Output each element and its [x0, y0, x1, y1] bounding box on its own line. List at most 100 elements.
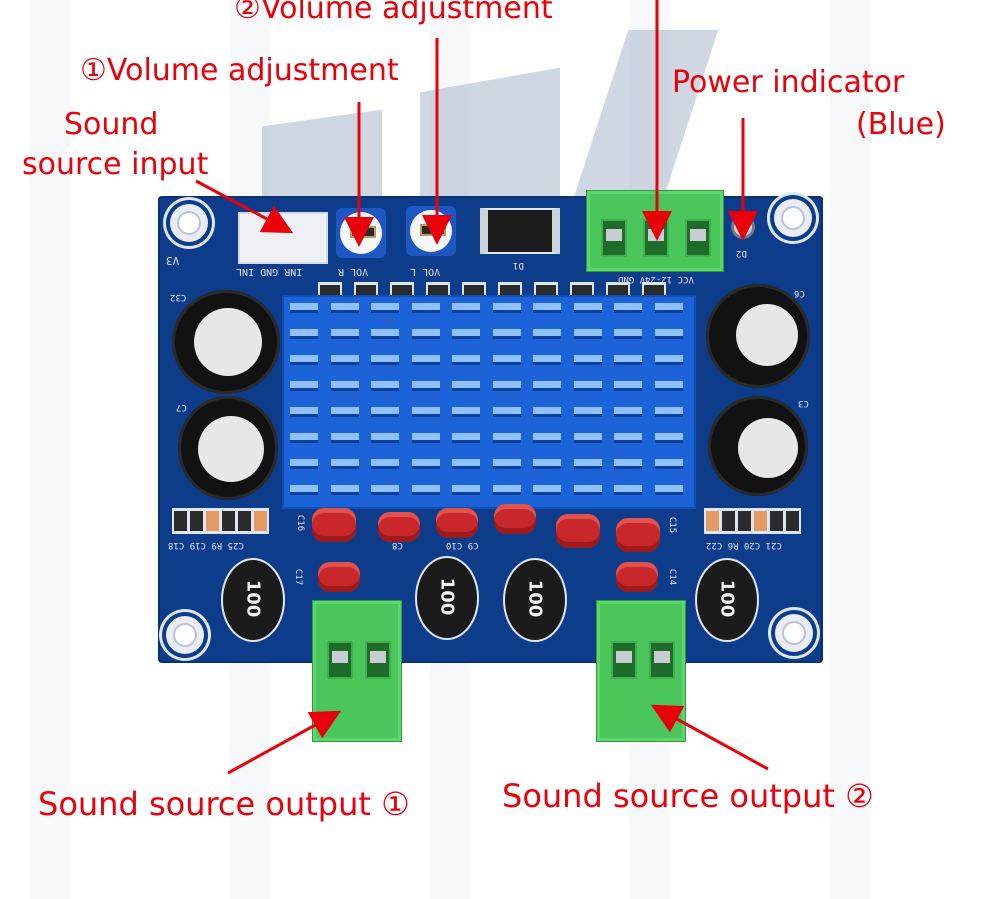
smd-c22 — [784, 508, 801, 534]
heatsink-fin — [330, 329, 359, 339]
film-capacitor-c14 — [616, 562, 658, 592]
heatsink-fin — [371, 329, 399, 339]
silk-vol-r: VOL R — [338, 266, 369, 277]
heatsink-fin — [614, 355, 642, 365]
power-input-terminal[interactable] — [586, 190, 724, 272]
mounting-hole-bottom-left — [166, 616, 204, 654]
silk-c14: C14 — [667, 568, 678, 586]
silk-d2: D2 — [736, 248, 747, 258]
silk-c32: C32 — [170, 292, 187, 302]
heatsink-fin — [452, 381, 480, 391]
heatsink-fin — [614, 407, 642, 417]
inductor-4-value: 100 — [716, 579, 738, 618]
silk-c6: C6 — [794, 288, 805, 298]
heatsink-fin — [290, 485, 318, 495]
heatsink-fin — [371, 433, 399, 443]
heatsink-fin — [330, 303, 359, 313]
heatsink-fin — [371, 303, 399, 313]
heatsink-fin — [614, 433, 642, 443]
smd-r6 — [768, 508, 785, 534]
heatsink-fin — [492, 459, 521, 469]
heatsink-fin — [371, 407, 399, 417]
speaker-output-terminal-1[interactable] — [312, 600, 402, 742]
heatsink-fin — [614, 329, 642, 339]
heatsink-fin — [573, 433, 602, 443]
heatsink-fin — [290, 407, 318, 417]
heatsink-fin — [411, 329, 440, 339]
film-capacitor-c8 — [378, 512, 420, 542]
mounting-hole-top-right — [774, 199, 812, 237]
heatsink-fin — [411, 407, 440, 417]
film-capacitor-c12 — [556, 514, 600, 548]
film-capacitor-c17 — [318, 562, 360, 592]
heatsink-fin — [573, 303, 602, 313]
volume-potentiometer-l[interactable] — [406, 206, 456, 256]
heatsink-fin — [411, 459, 440, 469]
silk-c16: C16 — [295, 514, 306, 532]
smd-c25 — [172, 508, 189, 534]
heatsink-fin — [452, 485, 480, 495]
label-power-indicator-blue: (Blue) — [856, 107, 946, 142]
diode-ss54 — [480, 208, 560, 254]
speaker-output-terminal-2[interactable] — [596, 600, 686, 742]
heatsink-fin — [290, 433, 318, 443]
smd-c20 — [752, 508, 769, 534]
film-capacitor-c15 — [616, 518, 660, 552]
volume-potentiometer-r[interactable] — [336, 208, 386, 258]
heatsink-fin — [654, 485, 683, 495]
label-sound-output-2: Sound source output ② — [502, 777, 874, 815]
heatsink-fin — [654, 381, 683, 391]
inductor-3-value: 100 — [524, 579, 546, 618]
heatsink-fin — [573, 459, 602, 469]
silk-v3: V3 — [166, 254, 180, 267]
heatsink-fin — [492, 381, 521, 391]
label-volume-adjustment-1: ①Volume adjustment — [80, 53, 399, 88]
heatsink-fin — [330, 433, 359, 443]
inductor-1: 100 — [218, 550, 288, 650]
electrolytic-capacitor-c7 — [178, 396, 278, 500]
smd-y2 — [736, 508, 753, 534]
silk-c3: C3 — [798, 398, 809, 408]
inductor-2: 100 — [412, 548, 482, 648]
heatsink-fin — [573, 485, 602, 495]
film-capacitor-c10 — [436, 508, 478, 538]
smd-y1 — [720, 508, 737, 534]
heatsink-fin — [371, 485, 399, 495]
heatsink-fin — [614, 459, 642, 469]
silk-c8: C8 — [392, 540, 403, 550]
heatsink-fin — [492, 329, 521, 339]
heatsink-fin — [330, 407, 359, 417]
silk-vol-l: VOL L — [410, 266, 441, 277]
heatsink-fin — [330, 381, 359, 391]
heatsink-fin — [452, 355, 480, 365]
inductor-3: 100 — [500, 550, 570, 650]
heatsink-fin — [614, 381, 642, 391]
smd-r9 — [188, 508, 205, 534]
heatsink-fin — [371, 459, 399, 469]
heatsink-fin — [492, 433, 521, 443]
heatsink-fin — [371, 381, 399, 391]
silk-input-header: INR GND INL — [236, 266, 303, 277]
heatsink-fin — [654, 433, 683, 443]
heatsink-fin — [411, 355, 440, 365]
heatsink-fin — [330, 459, 359, 469]
heatsink-fin — [290, 381, 318, 391]
heatsink-fin — [533, 407, 561, 417]
heatsink-fin — [654, 407, 683, 417]
heatsink-fin — [492, 485, 521, 495]
heatsink-fin — [411, 433, 440, 443]
audio-input-connector — [238, 212, 328, 264]
power-led-d2 — [734, 218, 752, 236]
heatsink-fin — [533, 303, 561, 313]
silk-d1: D1 — [513, 260, 524, 270]
heatsink-fin — [492, 407, 521, 417]
heatsink-fin — [614, 303, 642, 313]
heatsink-fin — [452, 459, 480, 469]
heatsink-fin — [533, 329, 561, 339]
film-capacitor-c16 — [312, 508, 356, 542]
silk-right-smd-row: C21 C20 R6 C22 — [706, 540, 782, 550]
smd-c21 — [704, 508, 721, 534]
heatsink-fin — [654, 355, 683, 365]
electrolytic-capacitor-c3 — [708, 396, 808, 496]
heatsink-fin — [452, 303, 480, 313]
